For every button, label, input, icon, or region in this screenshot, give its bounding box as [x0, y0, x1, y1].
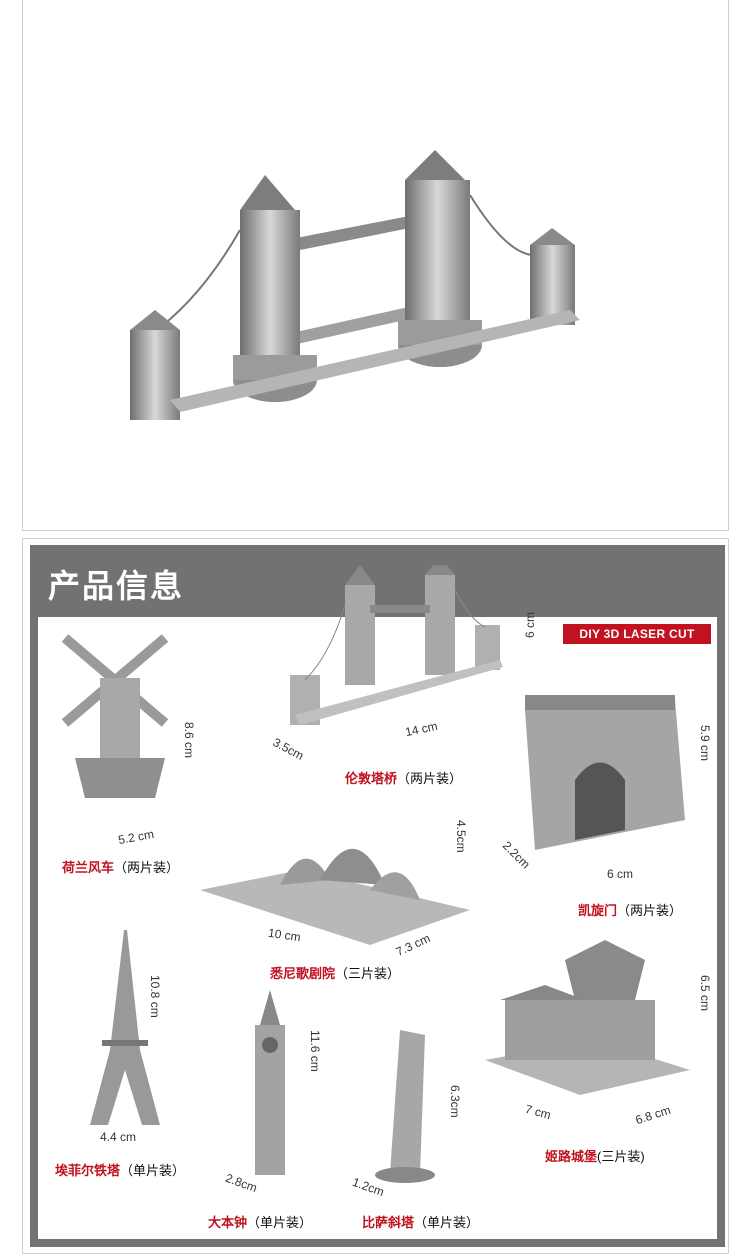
big-ben-height: 11.6 cm [308, 1030, 322, 1072]
windmill-height: 8.6 cm [182, 722, 196, 759]
arc-width: 6 cm [607, 867, 634, 881]
pisa-height: 6.3cm [448, 1085, 462, 1118]
himeji-caption: 姬路城堡(三片装) [545, 1149, 645, 1164]
windmill-image [55, 628, 185, 808]
pisa-caption: 比萨斜塔（单片装） [362, 1215, 480, 1230]
big-ben-image [240, 990, 300, 1180]
eiffel-caption: 埃菲尔铁塔（单片装） [55, 1163, 186, 1178]
eiffel-height: 10.8 cm [148, 975, 162, 1018]
eiffel-width: 4.4 cm [100, 1130, 137, 1144]
windmill-caption: 荷兰风车（两片装） [62, 860, 180, 875]
opera-height: 4.5cm [454, 820, 468, 853]
pisa-image [370, 1025, 445, 1185]
himeji-castle-image [485, 940, 690, 1100]
panel-title-tab [30, 545, 260, 615]
big-ben-caption: 大本钟（单片装） [208, 1215, 313, 1230]
panel-title: 产品信息 [48, 568, 185, 604]
tower-bridge-height: 6 cm [523, 611, 537, 638]
himeji-height: 6.5 cm [698, 975, 712, 1012]
tower-bridge-image [285, 565, 505, 735]
arc-image [515, 690, 695, 860]
diy-laser-banner: DIY 3D LASER CUT MODELS [563, 624, 711, 661]
opera-caption: 悉尼歌剧院（三片装） [270, 966, 401, 981]
eiffel-image [80, 930, 170, 1130]
tower-bridge-caption: 伦敦塔桥（两片装） [345, 771, 463, 786]
arc-height: 5.9 cm [698, 725, 712, 762]
opera-house-image [200, 815, 470, 950]
hero-frame [22, 0, 729, 531]
hero-tower-bridge-image [110, 150, 590, 440]
arc-caption: 凯旋门（两片装） [578, 903, 683, 918]
